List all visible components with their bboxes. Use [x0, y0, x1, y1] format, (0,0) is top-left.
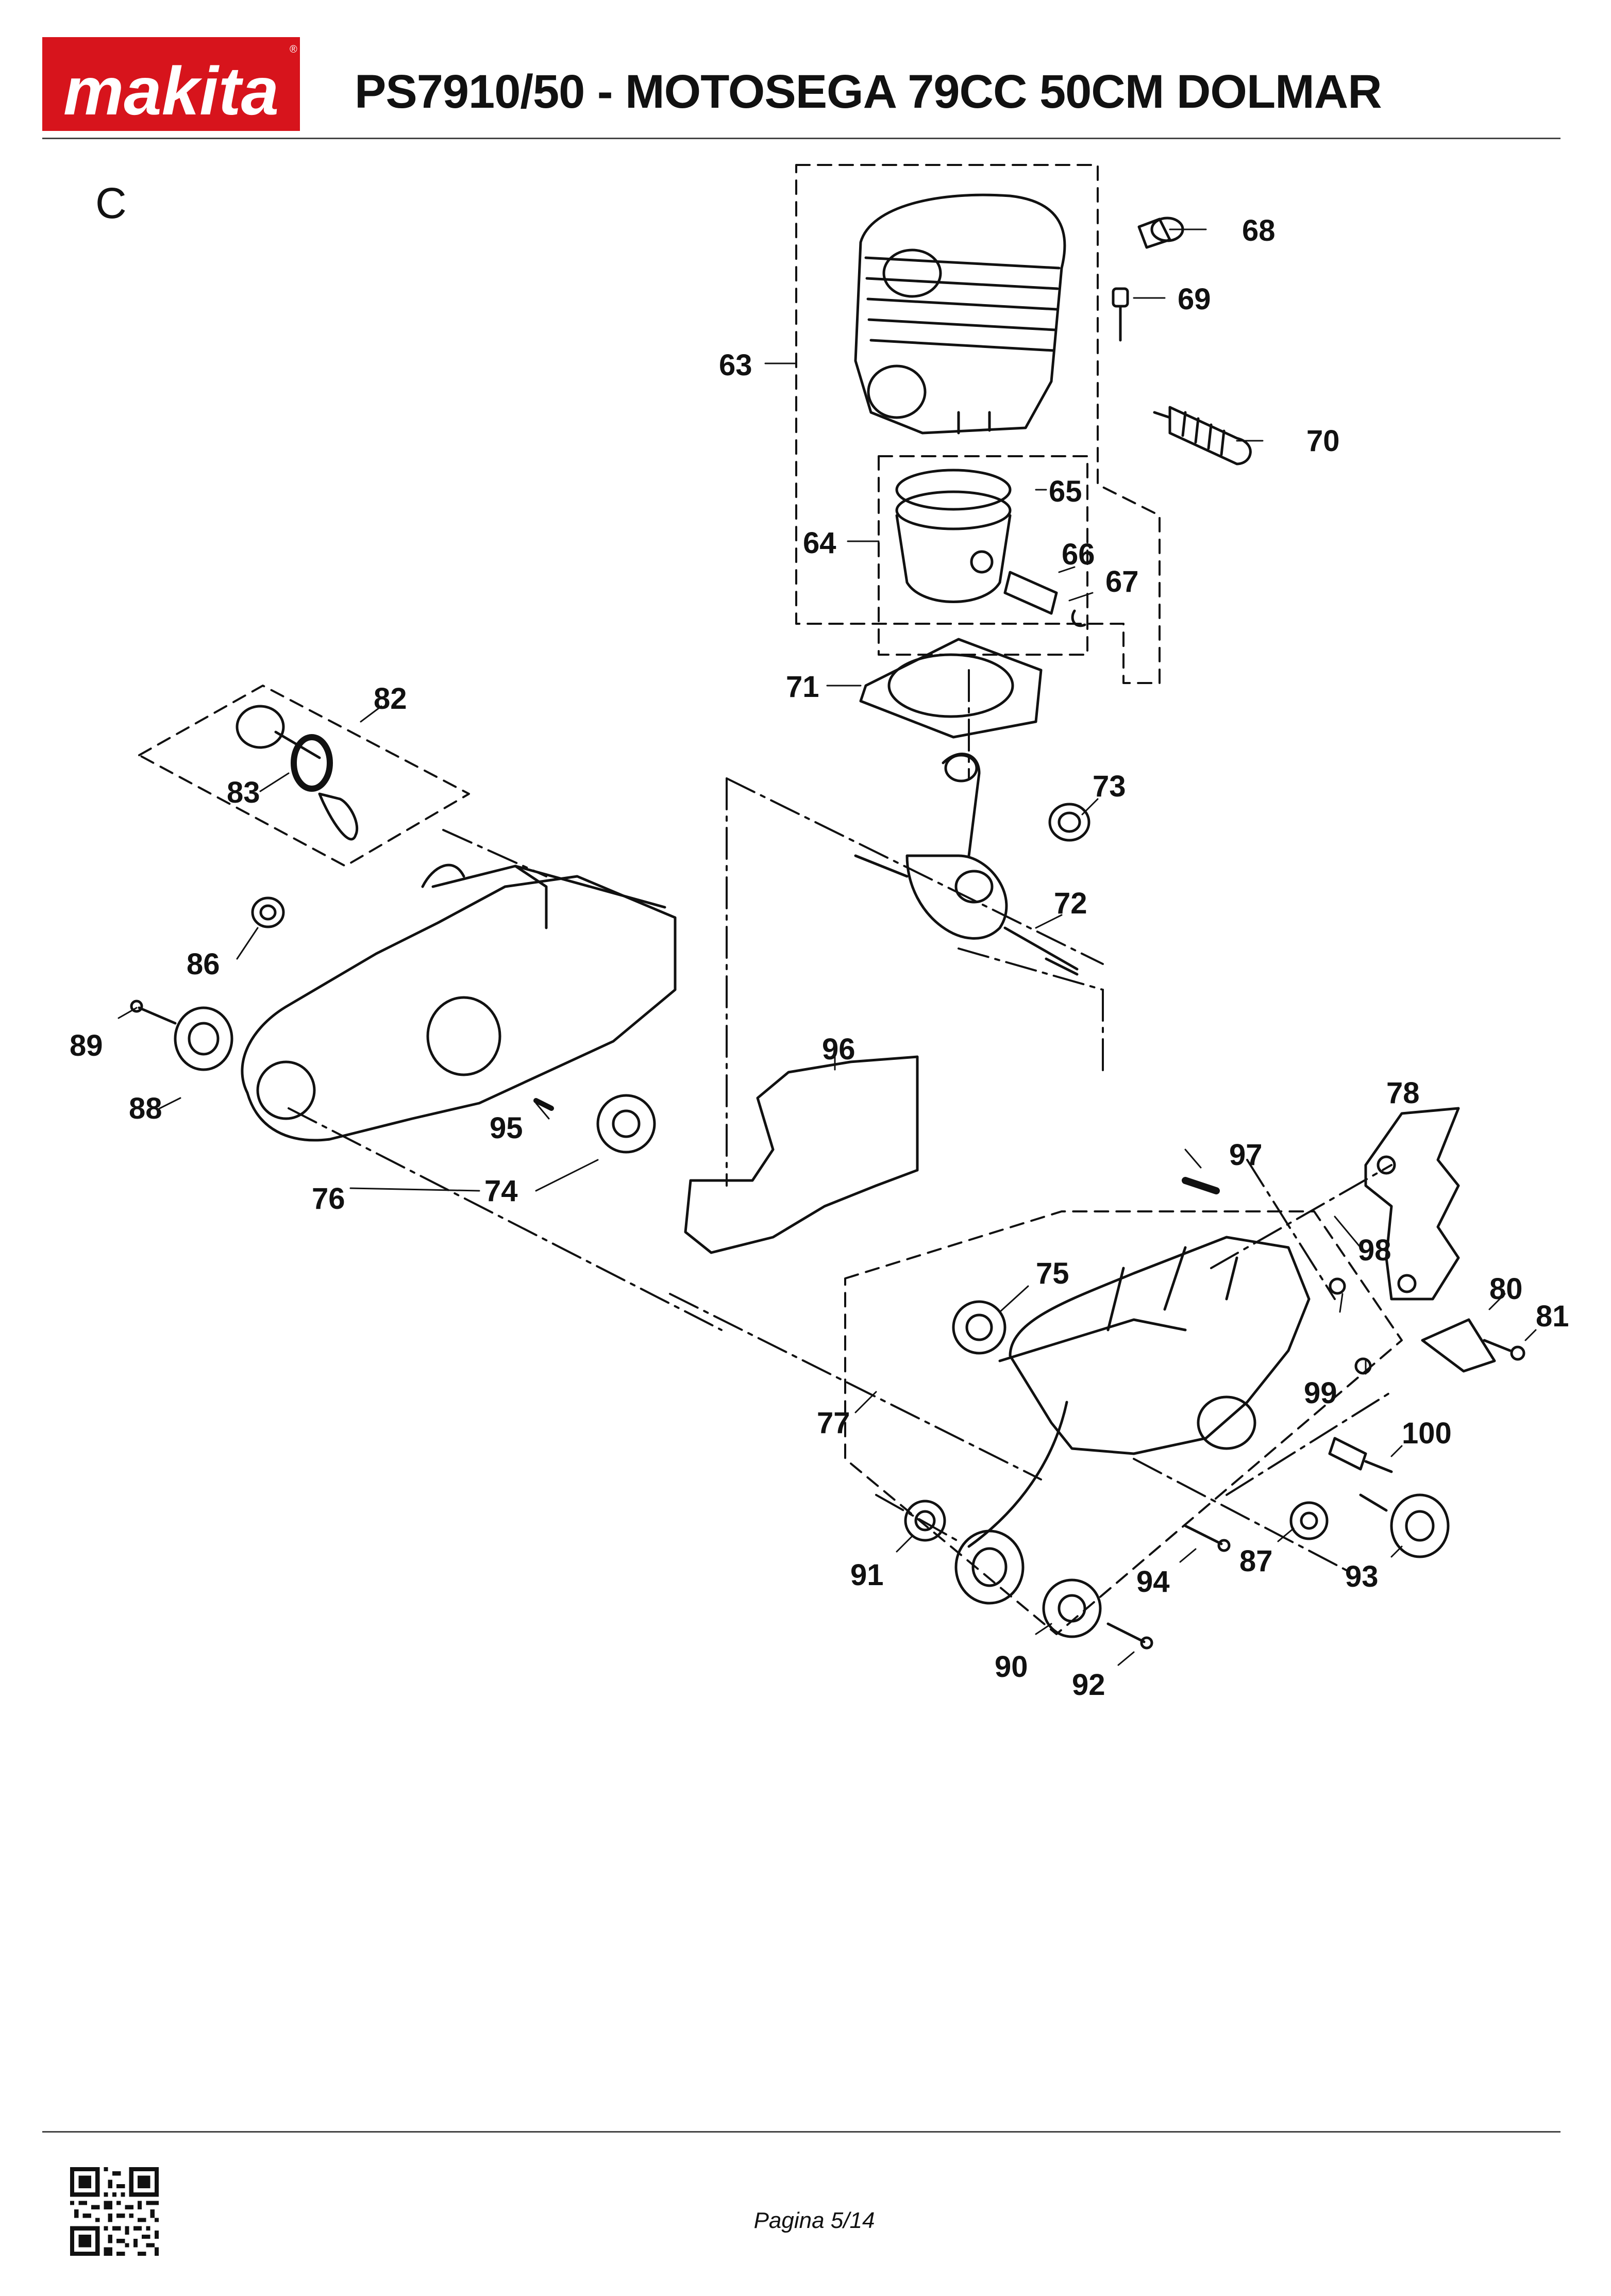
part-bearing-75: [952, 1300, 1006, 1355]
qr-code[interactable]: [70, 2167, 159, 2256]
label-66: 66: [1062, 538, 1095, 571]
part-piston-64: [895, 469, 1012, 603]
part-labels: 63 64 65 66 67 68 69 70 71 72 73 74 75 7…: [70, 214, 1569, 1702]
label-68: 68: [1242, 214, 1276, 247]
part-gasket-96: [684, 1055, 919, 1254]
label-96: 96: [822, 1033, 855, 1066]
group-boxes: [138, 164, 1403, 1635]
part-dowel-97: [1182, 1177, 1220, 1194]
part-screw-81: [1483, 1339, 1525, 1361]
brand-wordmark: makita: [63, 53, 279, 129]
part-crankcase-76: [241, 863, 677, 1142]
part-screw-99: [1354, 1357, 1372, 1375]
makita-logo: makita ®: [42, 37, 300, 131]
label-88: 88: [129, 1092, 162, 1125]
part-antivibration-90: [1042, 1578, 1102, 1638]
label-69: 69: [1178, 282, 1211, 316]
part-gasket-71: [859, 638, 1043, 739]
header-divider: [42, 138, 1560, 139]
label-86: 86: [187, 947, 220, 981]
part-spike-78: [1364, 1107, 1460, 1301]
part-spark-plug-70: [1153, 406, 1252, 465]
leader-lines: [118, 228, 1537, 1666]
label-91: 91: [850, 1558, 884, 1592]
part-screw-98: [1329, 1277, 1346, 1295]
label-80: 80: [1489, 1272, 1523, 1306]
assembly-axes: [288, 669, 1392, 1573]
label-81: 81: [1536, 1300, 1569, 1333]
part-dowel-95: [533, 1098, 554, 1111]
label-78: 78: [1386, 1076, 1420, 1110]
part-screw-94: [1184, 1524, 1231, 1552]
footer-divider: [42, 2131, 1560, 2133]
label-100: 100: [1402, 1417, 1452, 1450]
part-needle-bearing-73: [1048, 803, 1090, 842]
label-77: 77: [817, 1406, 850, 1440]
part-decompression-valve-68: [1137, 217, 1184, 249]
label-83: 83: [227, 776, 260, 809]
part-seal-91: [904, 1500, 946, 1542]
part-cylinder-63: [854, 193, 1066, 435]
label-71: 71: [786, 670, 819, 704]
part-screw-92: [1106, 1622, 1153, 1650]
label-74: 74: [484, 1174, 518, 1208]
part-o-ring-83: [291, 734, 333, 792]
label-72: 72: [1054, 887, 1087, 920]
section-letter: C: [95, 179, 127, 227]
label-99: 99: [1304, 1376, 1337, 1410]
label-98: 98: [1358, 1234, 1391, 1267]
label-89: 89: [70, 1029, 103, 1062]
label-67: 67: [1105, 565, 1139, 598]
page-number: Pagina 5/14: [753, 2208, 875, 2233]
label-64: 64: [803, 526, 836, 560]
svg-text:®: ®: [290, 44, 297, 55]
part-antivibration-93: [1359, 1493, 1450, 1558]
label-92: 92: [1072, 1668, 1105, 1702]
part-antivibration-88: [174, 1006, 233, 1071]
part-seal-86: [251, 896, 285, 928]
label-76: 76: [312, 1182, 345, 1216]
part-bolt-100: [1328, 1437, 1393, 1473]
page-title: PS7910/50 - MOTOSEGA 79CC 50CM DOLMAR: [355, 65, 1382, 118]
part-screw-69: [1112, 287, 1129, 342]
label-75: 75: [1036, 1257, 1069, 1290]
part-crankcase-77: [954, 1236, 1311, 1605]
label-93: 93: [1345, 1560, 1379, 1593]
part-crankshaft-72: [854, 753, 1079, 976]
label-63: 63: [719, 348, 752, 382]
part-pin-66: [1003, 571, 1086, 627]
label-90: 90: [995, 1650, 1028, 1684]
label-87: 87: [1239, 1544, 1273, 1578]
label-70: 70: [1306, 424, 1340, 458]
label-82: 82: [374, 682, 407, 716]
part-bearing-74: [596, 1094, 656, 1154]
label-65: 65: [1049, 475, 1082, 508]
part-screw-89: [130, 1000, 177, 1025]
label-95: 95: [490, 1111, 523, 1145]
part-seal-87: [1289, 1501, 1329, 1540]
part-chain-catcher-80: [1421, 1318, 1496, 1373]
label-97: 97: [1229, 1138, 1263, 1172]
label-73: 73: [1093, 770, 1126, 803]
label-94: 94: [1136, 1565, 1170, 1599]
